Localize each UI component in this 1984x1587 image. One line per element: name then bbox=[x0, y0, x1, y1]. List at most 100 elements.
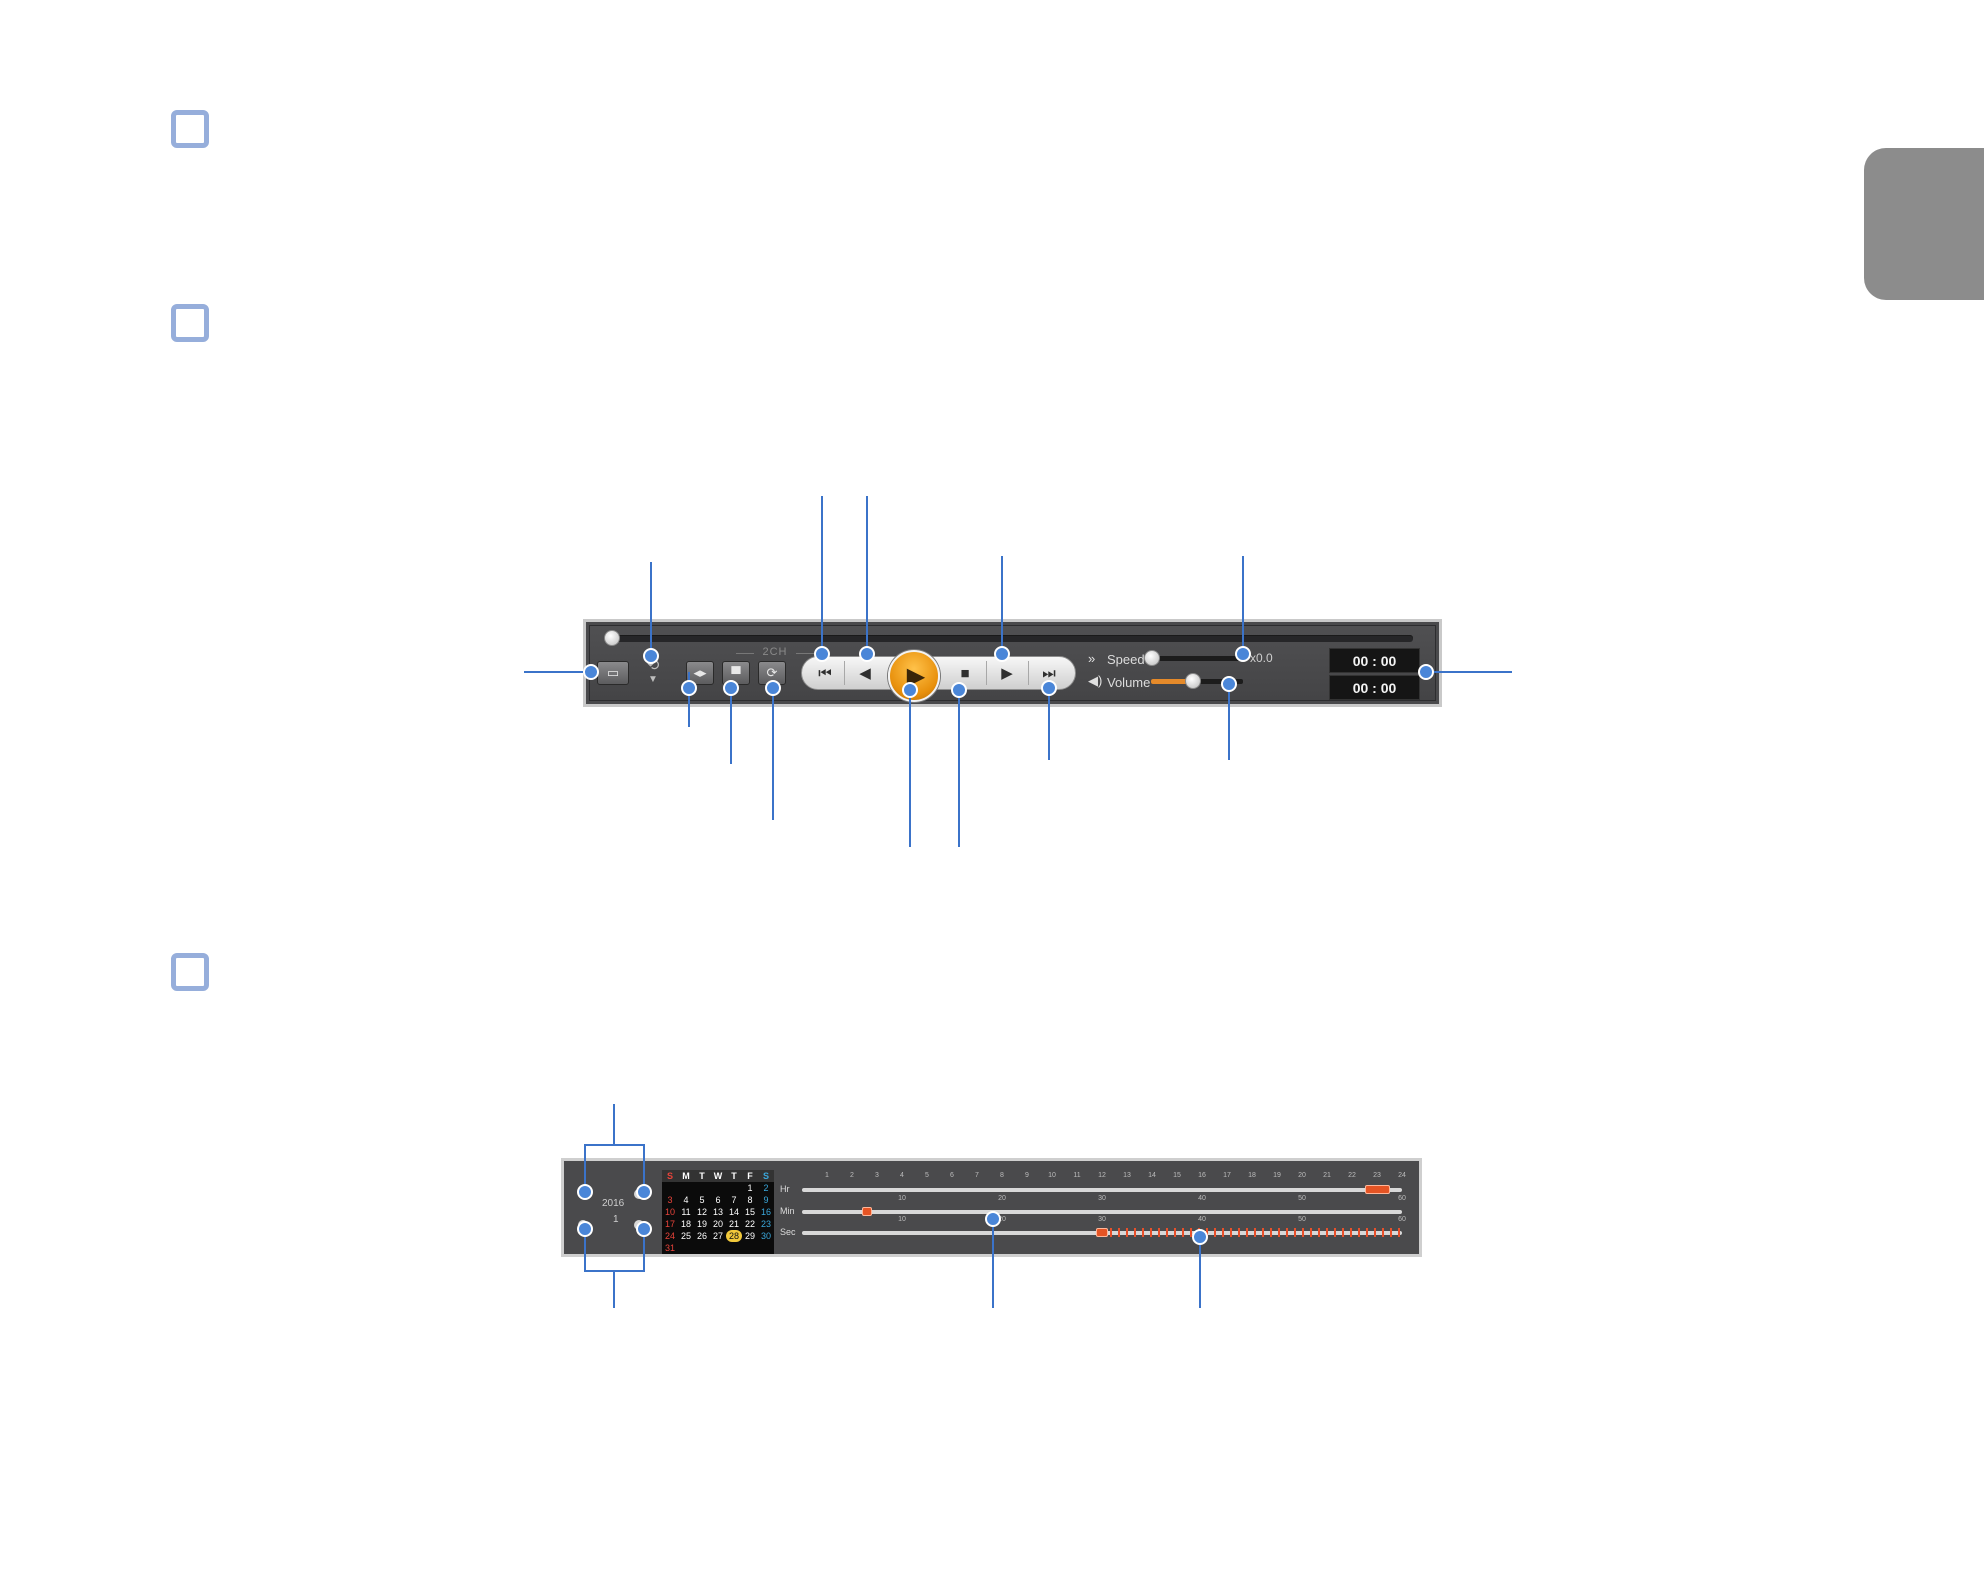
year-value: 2016 bbox=[602, 1198, 625, 1209]
swap-channel-button[interactable]: ◂▸ bbox=[686, 661, 714, 685]
tick-label: 19 bbox=[1273, 1172, 1281, 1179]
second-bar[interactable] bbox=[802, 1228, 1402, 1237]
calendar-day[interactable]: 28 bbox=[726, 1230, 742, 1242]
tick-label: 60 bbox=[1398, 1216, 1406, 1223]
play-button[interactable]: ▶ bbox=[888, 650, 940, 702]
tick-label: 14 bbox=[1148, 1172, 1156, 1179]
hour-recorded-segment[interactable] bbox=[1364, 1185, 1390, 1194]
calendar-day[interactable]: 15 bbox=[744, 1207, 755, 1217]
calendar-day[interactable]: 14 bbox=[728, 1207, 739, 1217]
calendar-day[interactable]: 7 bbox=[731, 1195, 737, 1205]
calendar-day[interactable]: 13 bbox=[712, 1207, 723, 1217]
tick-label: 10 bbox=[898, 1216, 906, 1223]
calendar-day[interactable]: 12 bbox=[696, 1207, 707, 1217]
step-back-button[interactable]: ◀ bbox=[848, 660, 882, 686]
split-screen-button[interactable]: ▀ bbox=[722, 661, 750, 685]
total-time-display: 00 : 00 bbox=[1329, 675, 1420, 700]
play-icon: ▶ bbox=[906, 662, 926, 690]
hour-bar[interactable] bbox=[802, 1185, 1402, 1194]
current-time-display: 00 : 00 bbox=[1329, 648, 1420, 673]
snapshot-icon: ⟲ bbox=[646, 656, 660, 674]
tick-label: 11 bbox=[1073, 1172, 1081, 1179]
minute-bar[interactable] bbox=[802, 1207, 1402, 1216]
calendar-day[interactable]: 31 bbox=[664, 1243, 675, 1253]
tick-label: 5 bbox=[925, 1172, 929, 1179]
section-marker-3 bbox=[171, 953, 209, 991]
calendar-day[interactable]: 30 bbox=[760, 1231, 771, 1241]
tick-label: 12 bbox=[1098, 1172, 1106, 1179]
calendar-day[interactable]: 25 bbox=[680, 1231, 691, 1241]
next-month-button[interactable]: › bbox=[634, 1220, 644, 1230]
calendar-day[interactable]: 8 bbox=[747, 1195, 753, 1205]
volume-label: Volume bbox=[1107, 675, 1151, 690]
tick-label: 50 bbox=[1298, 1195, 1306, 1202]
calendar-day[interactable]: 29 bbox=[744, 1231, 755, 1241]
calendar-day[interactable]: 6 bbox=[715, 1195, 721, 1205]
calendar-day[interactable]: 27 bbox=[712, 1231, 723, 1241]
playback-progress-bar[interactable] bbox=[604, 630, 1413, 646]
calendar-day[interactable]: 5 bbox=[699, 1195, 705, 1205]
arrow-left-icon: ‹ bbox=[581, 1220, 585, 1230]
calendar-day[interactable]: 19 bbox=[696, 1219, 707, 1229]
rotate-button[interactable]: ⟳ bbox=[758, 661, 786, 685]
speed-knob[interactable] bbox=[1144, 650, 1160, 666]
calendar-day[interactable]: 17 bbox=[664, 1219, 675, 1229]
calendar-day[interactable]: 3 bbox=[667, 1195, 673, 1205]
section-marker-1 bbox=[171, 110, 209, 148]
calendar-day[interactable]: 1 bbox=[747, 1183, 753, 1193]
calendar-day[interactable]: 26 bbox=[696, 1231, 707, 1241]
calendar-day[interactable]: 10 bbox=[664, 1207, 675, 1217]
volume-slider[interactable] bbox=[1151, 673, 1243, 689]
fast-forward-icon: » bbox=[1088, 651, 1096, 666]
tick-label: 21 bbox=[1323, 1172, 1331, 1179]
calendar-weekday: S bbox=[666, 1171, 673, 1181]
snapshot-button[interactable]: ⟲ ▼ bbox=[640, 648, 666, 692]
calendar-day[interactable]: 2 bbox=[763, 1183, 769, 1193]
arrow-left-icon: ‹ bbox=[581, 1189, 585, 1199]
next-year-button[interactable]: › bbox=[634, 1189, 644, 1199]
tick-label: 10 bbox=[898, 1195, 906, 1202]
speed-slider[interactable] bbox=[1144, 650, 1243, 666]
tick-label: 20 bbox=[998, 1216, 1006, 1223]
open-file-button[interactable]: ▭ bbox=[597, 661, 629, 685]
skip-to-start-icon: ⏮ bbox=[818, 664, 832, 682]
prev-year-button[interactable]: ‹ bbox=[578, 1189, 588, 1199]
calendar-day[interactable]: 18 bbox=[680, 1219, 691, 1229]
skip-to-start-button[interactable]: ⏮ bbox=[808, 660, 842, 686]
skip-to-end-icon: ⏭ bbox=[1042, 664, 1056, 682]
stop-button[interactable]: ■ bbox=[948, 660, 982, 686]
tick-label: 6 bbox=[950, 1172, 954, 1179]
tick-label: 18 bbox=[1248, 1172, 1256, 1179]
calendar-day[interactable]: 23 bbox=[760, 1219, 771, 1229]
tick-label: 3 bbox=[875, 1172, 879, 1179]
calendar-day[interactable]: 9 bbox=[763, 1195, 769, 1205]
second-cursor[interactable] bbox=[1096, 1228, 1108, 1237]
prev-month-button[interactable]: ‹ bbox=[578, 1220, 588, 1230]
calendar-day[interactable]: 20 bbox=[712, 1219, 723, 1229]
hour-label: Hr bbox=[780, 1184, 790, 1194]
skip-to-end-button[interactable]: ⏭ bbox=[1032, 660, 1066, 686]
calendar-day[interactable]: 24 bbox=[664, 1231, 675, 1241]
calendar-day[interactable]: 21 bbox=[728, 1219, 739, 1229]
minute-label: Min bbox=[780, 1206, 795, 1216]
calendar-day[interactable]: 4 bbox=[683, 1195, 689, 1205]
month-value: 1 bbox=[613, 1214, 619, 1225]
progress-knob[interactable] bbox=[604, 630, 620, 646]
minute-recorded-segment[interactable] bbox=[862, 1207, 872, 1216]
calendar-day[interactable]: 11 bbox=[681, 1207, 691, 1217]
calendar-weekday: M bbox=[682, 1171, 690, 1181]
step-forward-button[interactable]: ▶ bbox=[990, 660, 1024, 686]
step-forward-icon: ▶ bbox=[1001, 665, 1013, 682]
calendar-day[interactable]: 16 bbox=[760, 1207, 771, 1217]
divider bbox=[844, 661, 845, 685]
calendar-day[interactable]: 22 bbox=[744, 1219, 755, 1229]
swap-channel-icon: ◂▸ bbox=[693, 665, 707, 680]
tick-label: 40 bbox=[1198, 1195, 1206, 1202]
volume-knob[interactable] bbox=[1185, 673, 1202, 689]
